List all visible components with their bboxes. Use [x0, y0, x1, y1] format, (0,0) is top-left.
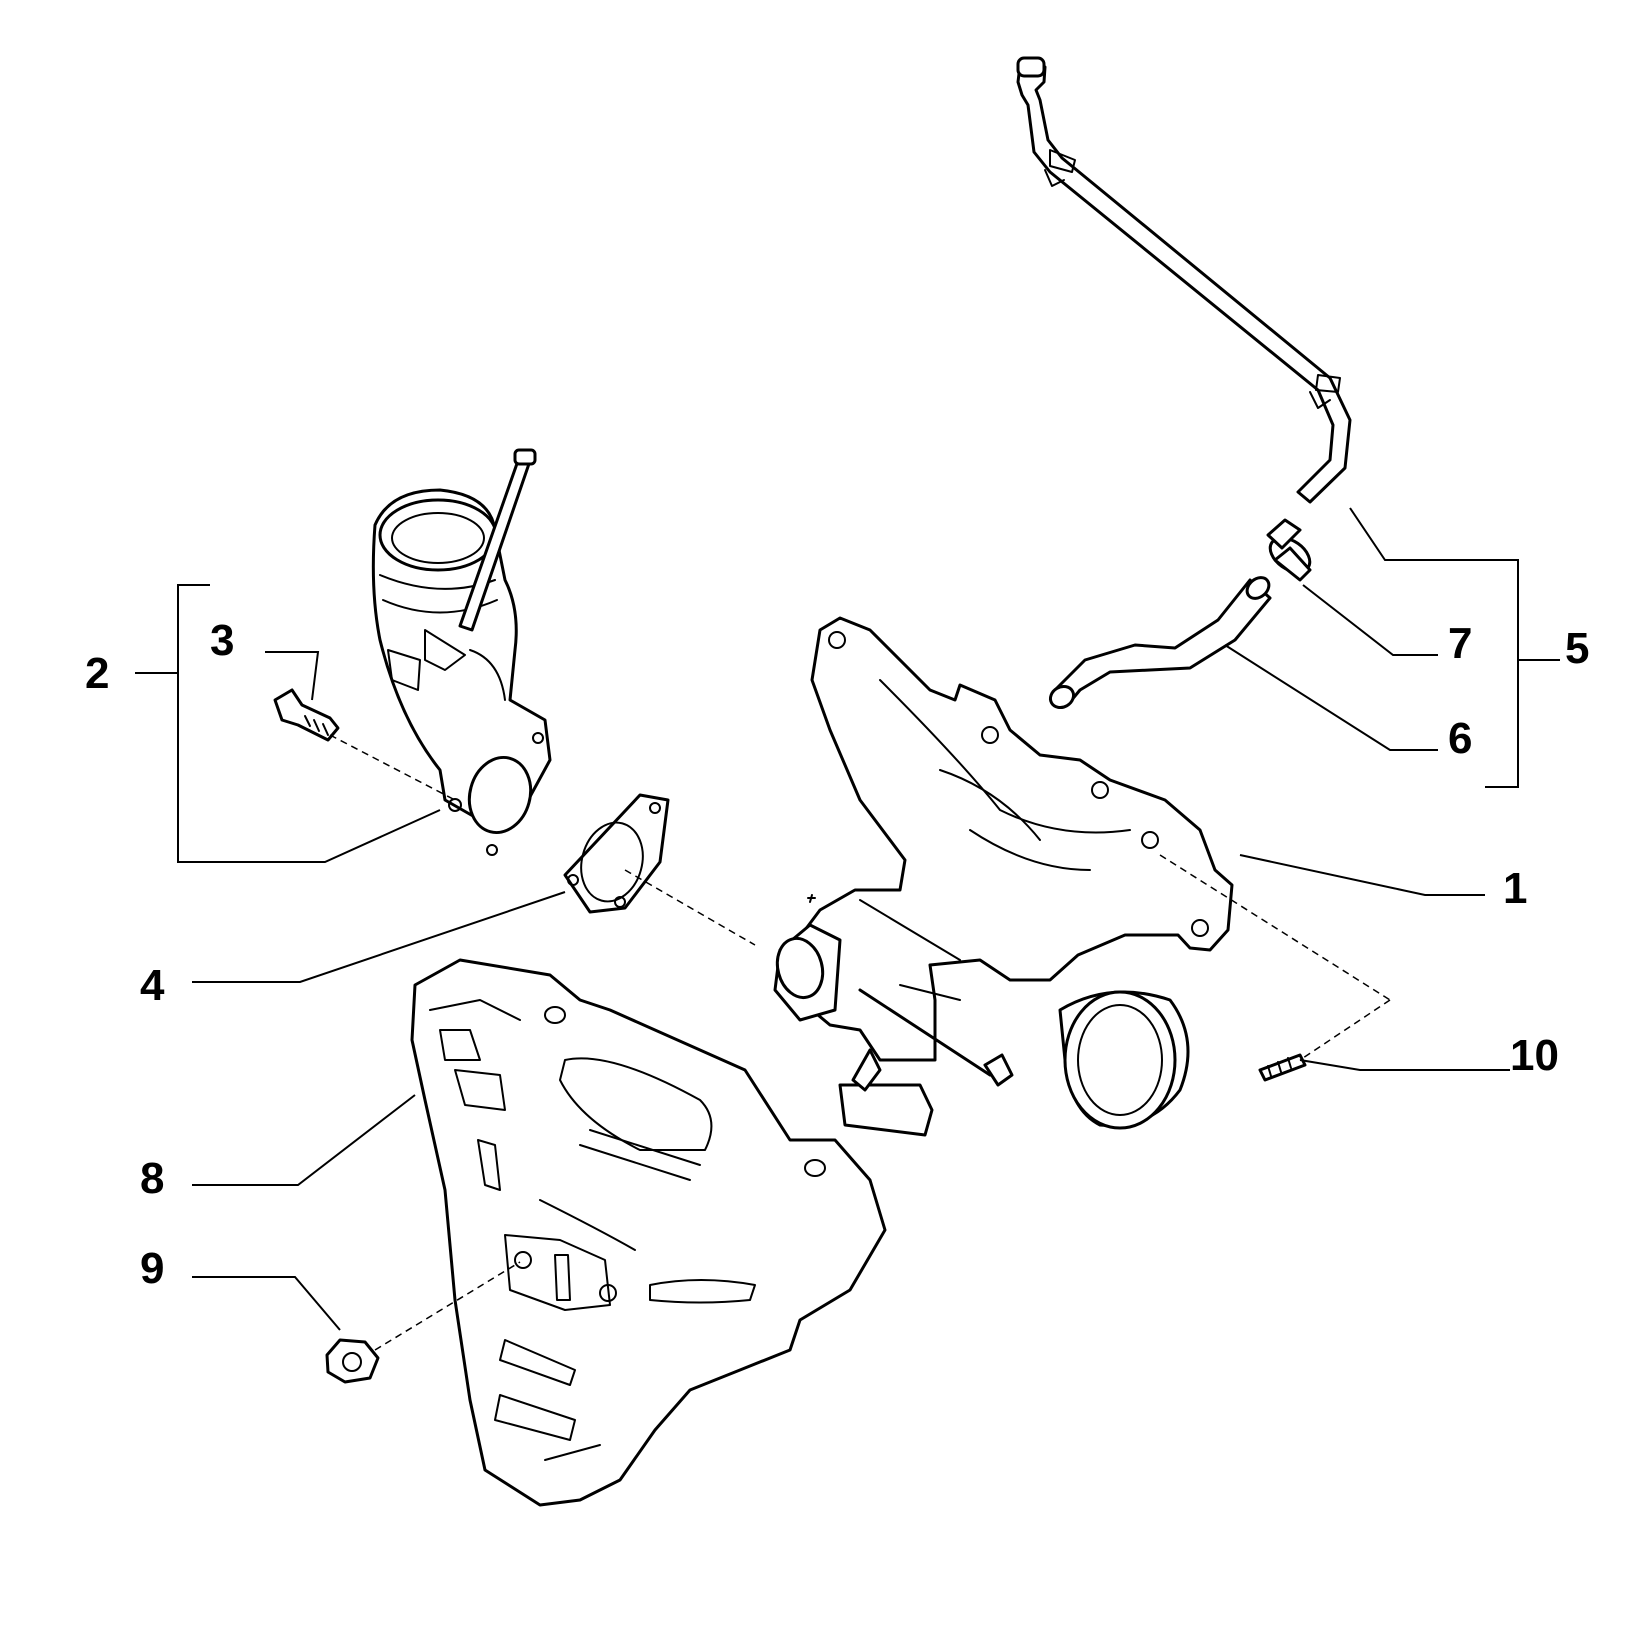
alignment-lines	[329, 734, 1391, 1351]
coolant-hose	[1048, 576, 1272, 710]
bolt	[273, 688, 340, 742]
callout-10: 10	[1510, 1031, 1559, 1080]
callout-3: 3	[210, 616, 234, 665]
callout-2: 2	[85, 649, 109, 698]
exhaust-manifold	[773, 616, 1234, 1137]
elbow-pipe	[371, 448, 552, 856]
callout-6: 6	[1448, 714, 1472, 763]
coolant-pipe	[1016, 56, 1352, 504]
callout-4: 4	[140, 961, 165, 1010]
callout-labels: 1 2 3 4 5 6 7 8 9 10	[85, 616, 1589, 1293]
heat-shield	[410, 958, 887, 1507]
hose-clamp	[1266, 518, 1312, 582]
callout-9: 9	[140, 1244, 164, 1293]
leader-lines	[135, 507, 1560, 1331]
flange-nut	[325, 1338, 380, 1384]
gasket	[563, 793, 670, 914]
callout-5: 5	[1565, 624, 1589, 673]
callout-8: 8	[140, 1154, 164, 1203]
stud	[1258, 1053, 1307, 1082]
callout-1: 1	[1503, 864, 1527, 913]
callout-7: 7	[1448, 619, 1472, 668]
